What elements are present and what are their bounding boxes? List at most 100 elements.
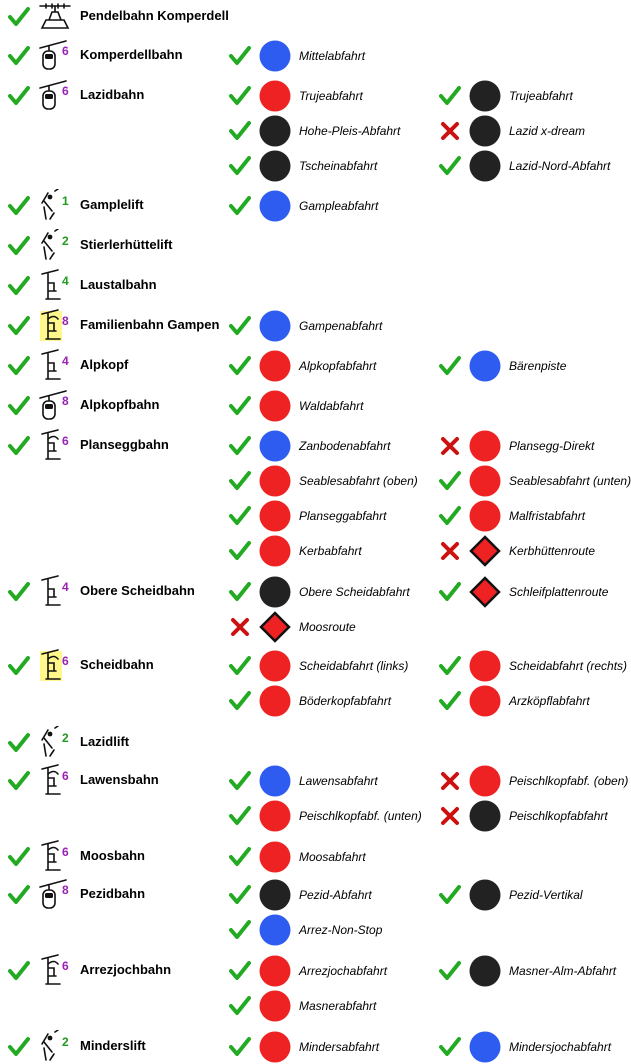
black-piste-icon [259, 150, 291, 182]
check-icon [8, 885, 30, 904]
chairlift-hood-icon: 6 [38, 649, 70, 683]
lift-name: Stierlerhüttelift [80, 237, 173, 252]
blue-piste-icon [259, 914, 291, 946]
svg-text:6: 6 [62, 845, 69, 859]
lift-name: Laustalbahn [80, 277, 157, 292]
red-piste-icon [469, 465, 501, 497]
check-icon [8, 46, 30, 65]
check-icon [8, 733, 30, 752]
svg-text:2: 2 [62, 731, 69, 745]
ski-route-diamond-icon [469, 576, 501, 608]
lift-name: Familienbahn Gampen [80, 317, 220, 332]
piste-name: Peischlkopfabf. (oben) [509, 774, 629, 788]
ski-route-diamond-icon [469, 535, 501, 567]
check-icon [229, 771, 251, 790]
piste-name: Malfristabfahrt [509, 509, 586, 523]
piste-name: Peischlkopfabfahrt [509, 809, 608, 823]
red-piste-icon [259, 1031, 291, 1063]
piste-name: Arzköpflabfahrt [509, 694, 590, 708]
cross-icon [441, 772, 459, 790]
lift-name: Minderslift [80, 1038, 146, 1053]
chairlift-icon: 4 [38, 575, 70, 609]
check-icon [8, 196, 30, 215]
aerial-tramway-icon [38, 0, 71, 34]
check-icon [229, 996, 251, 1015]
red-piste-icon [259, 990, 291, 1022]
lift-name: Obere Scheidbahn [80, 583, 195, 598]
check-icon [439, 582, 461, 601]
cross-icon [441, 542, 459, 560]
check-icon [439, 961, 461, 980]
piste-name: Obere Scheidabfahrt [299, 585, 410, 599]
red-piste-icon [469, 765, 501, 797]
lift-name: Lazidbahn [80, 87, 145, 102]
piste-name: Seablesabfahrt (oben) [299, 474, 418, 488]
check-icon [229, 691, 251, 710]
check-icon [229, 156, 251, 175]
chairlift-hood-icon: 6 [38, 764, 70, 798]
check-icon [8, 276, 30, 295]
red-piste-icon [469, 430, 501, 462]
gondola-icon: 6 [38, 79, 70, 113]
check-icon [229, 506, 251, 525]
piste-name: Pezid-Abfahrt [299, 888, 372, 902]
red-piste-icon [259, 685, 291, 717]
piste-name: Trujeabfahrt [509, 89, 573, 103]
check-icon [8, 582, 30, 601]
check-icon [439, 356, 461, 375]
check-icon [8, 236, 30, 255]
svg-text:4: 4 [62, 354, 69, 368]
chairlift-hood-icon: 6 [38, 840, 70, 874]
check-icon [439, 885, 461, 904]
red-piste-icon [259, 650, 291, 682]
red-piste-icon [259, 535, 291, 567]
piste-name: Lazid-Nord-Abfahrt [509, 159, 611, 173]
red-piste-icon [469, 650, 501, 682]
lift-name: Gamplelift [80, 197, 144, 212]
black-piste-icon [259, 879, 291, 911]
svg-text:8: 8 [62, 394, 69, 408]
piste-name: Scheidabfahrt (links) [299, 659, 409, 673]
check-icon [439, 1037, 461, 1056]
lift-name: Alpkopfbahn [80, 397, 160, 412]
piste-name: Waldabfahrt [299, 399, 364, 413]
check-icon [8, 1037, 30, 1056]
piste-name: Mittelabfahrt [299, 49, 366, 63]
red-piste-icon [259, 500, 291, 532]
svg-text:6: 6 [62, 434, 69, 448]
piste-name: Gampenabfahrt [299, 319, 383, 333]
lift-name: Arrezjochbahn [80, 962, 172, 977]
t-bar-icon: 2 [38, 726, 70, 760]
piste-name: Plansegg-Direkt [509, 439, 595, 453]
piste-name: Kerbabfahrt [299, 544, 362, 558]
piste-name: Masnerabfahrt [299, 999, 377, 1013]
cross-icon [231, 618, 249, 636]
svg-text:6: 6 [62, 84, 69, 98]
check-icon [439, 86, 461, 105]
red-piste-icon [259, 80, 291, 112]
gondola-icon: 6 [38, 39, 70, 73]
piste-name: Masner-Alm-Abfahrt [509, 964, 617, 978]
piste-name: Arrezjochabfahrt [299, 964, 388, 978]
check-icon [229, 121, 251, 140]
cross-icon [441, 807, 459, 825]
red-piste-icon [259, 465, 291, 497]
lift-row: 8 Alpkopfbahn Waldabfahrt [0, 389, 631, 422]
lift-name: Lawensbahn [80, 772, 159, 787]
piste-name: Kerbhüttenroute [509, 544, 596, 558]
lift-row: 6 Lawensbahn Lawensabfahrt Peischlkopfabf. … [0, 764, 631, 832]
check-icon [8, 86, 30, 105]
piste-name: Lawensabfahrt [299, 774, 378, 788]
piste-name: Mindersabfahrt [299, 1040, 380, 1054]
blue-piste-icon [469, 350, 501, 382]
cross-icon [441, 437, 459, 455]
piste-name: Pezid-Vertikal [509, 888, 583, 902]
check-icon [439, 506, 461, 525]
blue-piste-icon [259, 765, 291, 797]
